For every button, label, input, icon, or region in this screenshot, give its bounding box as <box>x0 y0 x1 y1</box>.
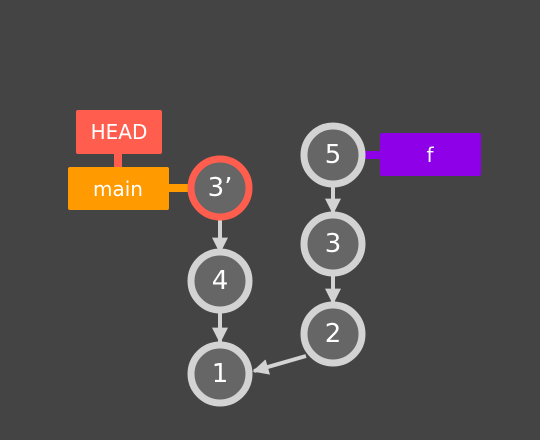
commit-label: 2 <box>325 319 342 349</box>
feature-branch-ref[interactable]: f <box>380 133 481 176</box>
commit-node-5[interactable]: 5 <box>300 122 366 188</box>
commit-node-3-prime[interactable]: 3’ <box>187 155 253 221</box>
commit-label: 4 <box>212 266 229 296</box>
main-branch-box <box>68 167 169 210</box>
commit-node-2[interactable]: 2 <box>300 301 366 367</box>
feature-branch-box <box>380 133 481 176</box>
edge-2-to-1 <box>252 354 307 375</box>
main-branch-ref[interactable]: main <box>68 167 169 210</box>
head-ref-label: HEAD <box>91 120 148 144</box>
commit-node-4[interactable]: 4 <box>187 248 253 314</box>
head-ref-box <box>76 110 162 154</box>
feature-branch-label: f <box>426 143 434 167</box>
commit-label: 1 <box>212 359 229 389</box>
commit-node-1[interactable]: 1 <box>187 341 253 407</box>
head-ref[interactable]: HEAD <box>76 110 162 154</box>
commit-node-3[interactable]: 3 <box>300 211 366 277</box>
commit-label: 3’ <box>208 173 233 203</box>
commit-label: 5 <box>325 140 342 170</box>
main-branch-label: main <box>93 177 143 201</box>
commit-label: 3 <box>325 229 342 259</box>
